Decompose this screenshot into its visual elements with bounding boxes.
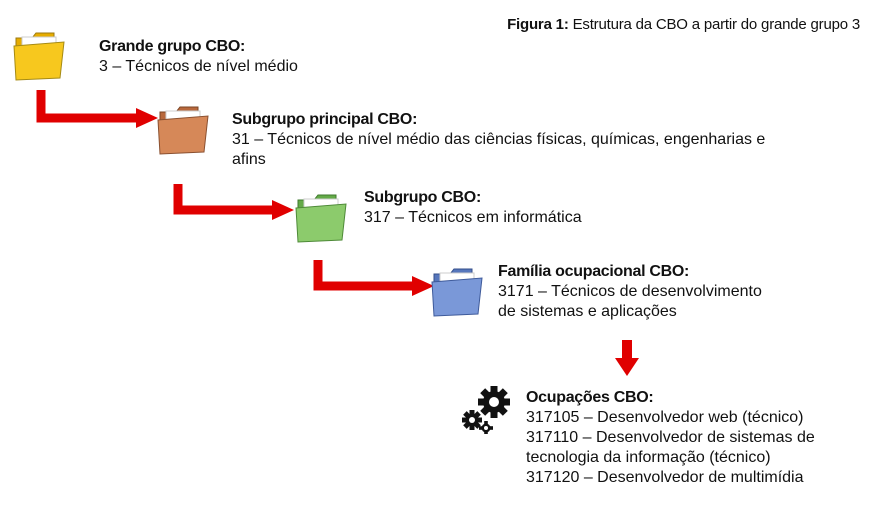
level-title: Subgrupo principal CBO: [232, 111, 418, 128]
folder-icon [431, 268, 483, 317]
level-title: Família ocupacional CBO: [498, 263, 690, 280]
level-line: 317110 – Desenvolvedor de sistemas de [526, 429, 815, 446]
level-line: 317105 – Desenvolvedor web (técnico) [526, 409, 804, 426]
folder-icon [13, 32, 65, 81]
figure-caption: Figura 1: Estrutura da CBO a partir do g… [507, 16, 860, 33]
caption-text: Estrutura da CBO a partir do grande grup… [568, 16, 861, 33]
level-title: Ocupações CBO: [526, 389, 654, 406]
level-line: tecnologia da informação (técnico) [526, 449, 771, 466]
gears-icon [462, 386, 510, 434]
level-line: 3 – Técnicos de nível médio [99, 58, 298, 75]
level-line: 317120 – Desenvolvedor de multimídia [526, 469, 804, 486]
arrow-connector [173, 184, 294, 220]
level-ocupacoes: Ocupações CBO: 317105 – Desenvolvedor we… [526, 388, 815, 488]
level-subgrupo: Subgrupo CBO: 317 – Técnicos em informát… [364, 188, 582, 228]
level-line: 317 – Técnicos em informática [364, 209, 582, 226]
level-title: Grande grupo CBO: [99, 38, 246, 55]
folder-icon [157, 106, 209, 155]
level-familia-ocupacional: Família ocupacional CBO: 3171 – Técnicos… [498, 262, 762, 322]
level-line: 31 – Técnicos de nível médio das ciência… [232, 131, 766, 148]
level-grande-grupo: Grande grupo CBO: 3 – Técnicos de nível … [99, 37, 298, 77]
level-line: afins [232, 151, 266, 168]
caption-label: Figura 1: [507, 16, 569, 33]
arrow-down-connector [615, 340, 639, 376]
level-line: 3171 – Técnicos de desenvolvimento [498, 283, 762, 300]
level-line: de sistemas e aplicações [498, 303, 677, 320]
level-title: Subgrupo CBO: [364, 189, 481, 206]
arrow-connector [313, 260, 434, 296]
arrow-connector [36, 90, 158, 128]
level-subgrupo-principal: Subgrupo principal CBO: 31 – Técnicos de… [232, 110, 765, 170]
folder-icon [295, 194, 347, 243]
